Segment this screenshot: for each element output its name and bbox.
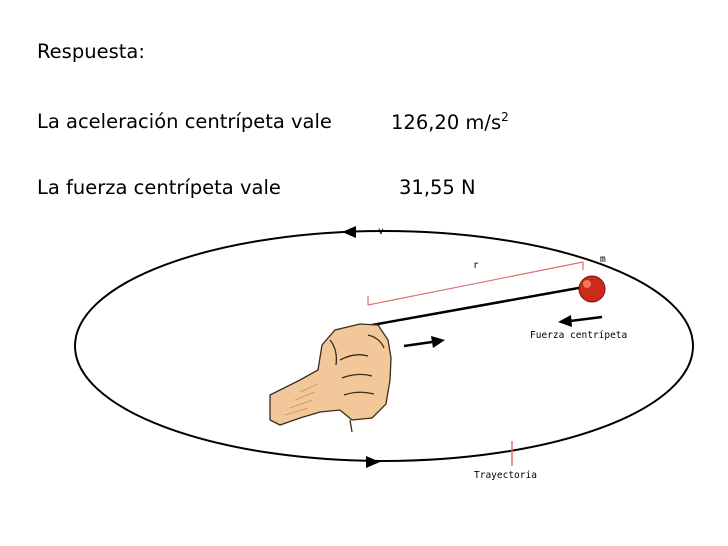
- centripetal-force-arrow-icon: [558, 315, 603, 327]
- radius-bracket: [367, 261, 584, 306]
- hand-icon: [269, 323, 392, 433]
- answer-heading: Respuesta:: [37, 40, 145, 63]
- trajectory-label: Trayectoria: [474, 470, 537, 481]
- force-value: 31,55 N: [399, 176, 476, 199]
- mass-label: m: [600, 254, 606, 265]
- orbit-ellipse: [74, 230, 694, 462]
- radius-label: r: [473, 260, 479, 271]
- orbit-top-arrow-icon: [342, 226, 356, 238]
- ball-highlight: [583, 280, 591, 288]
- mass-ball: [578, 275, 606, 303]
- velocity-label: v: [378, 226, 384, 237]
- hand-shading: [284, 383, 319, 416]
- acceleration-line: La aceleración centrípeta vale 126,20 m/…: [37, 110, 509, 134]
- force-line: La fuerza centrípeta vale 31,55 N: [37, 176, 476, 199]
- string-line: [371, 285, 585, 327]
- orbit-bottom-arrow-icon: [366, 456, 380, 468]
- acceleration-label: La aceleración centrípeta vale: [37, 110, 332, 133]
- acceleration-value: 126,20 m/s2: [391, 110, 509, 134]
- string-arrow-icon: [403, 336, 445, 348]
- force-label: La fuerza centrípeta vale: [37, 176, 281, 199]
- force-label-diagram: Fuerza centrípeta: [530, 330, 627, 341]
